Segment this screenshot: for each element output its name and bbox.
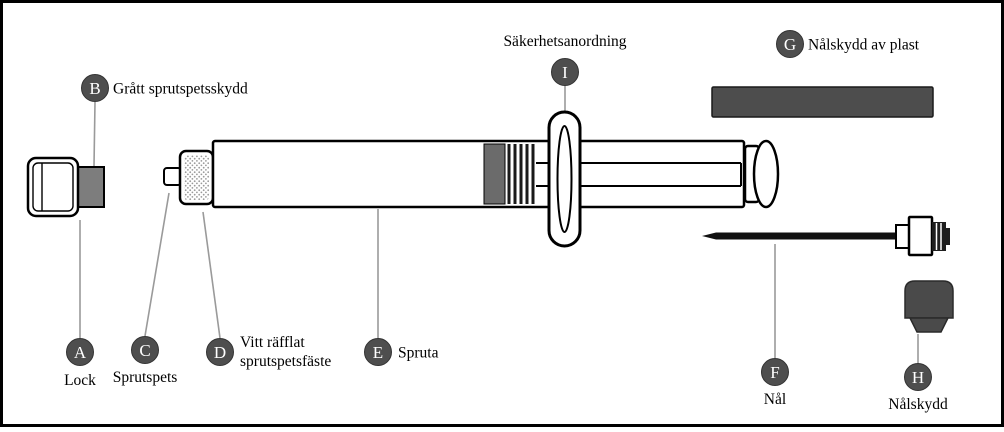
label-syringe: Spruta (398, 345, 439, 362)
leader-line-syringe-tip (144, 192, 170, 337)
needle-hub-ribbed (932, 222, 946, 251)
label-tip-mount-line2: sprutspetsfäste (240, 353, 331, 370)
badge-i-circle (551, 58, 579, 86)
badge-a: A (66, 338, 94, 366)
syringe-barrel (211, 139, 746, 209)
badge-g: G (776, 30, 804, 58)
needle (702, 232, 899, 240)
cap-lock-inner-outline (32, 162, 74, 212)
label-syringe-tip: Sprutspets (113, 369, 178, 386)
badge-g-letter: G (784, 35, 796, 54)
syringe-assembly (211, 110, 780, 248)
badge-a-circle (66, 338, 94, 366)
badge-f: F (761, 358, 789, 386)
leader-line-gray-tip-shield (93, 101, 96, 167)
badge-i-letter: I (562, 63, 568, 82)
plunger-stopper (483, 143, 506, 205)
needle-hub-end (946, 228, 950, 245)
needle-hub-body (907, 215, 934, 257)
badge-h-letter: H (912, 368, 924, 387)
safety-device (547, 110, 582, 248)
syringe-tip-nub (163, 167, 182, 186)
leader-line-tip-mount (202, 211, 221, 339)
thumb-rest-disc (752, 139, 780, 209)
plunger-ribs (507, 144, 535, 204)
cap-lock-body (26, 156, 80, 218)
needle-cap-skirt (908, 317, 950, 333)
badge-b: B (81, 74, 109, 102)
badge-c-letter: C (139, 341, 150, 360)
needle-cap (904, 280, 954, 333)
badge-b-circle (81, 74, 109, 102)
cap-assembly (26, 156, 105, 218)
thumb-rest (743, 139, 780, 209)
needle-hub-collar (895, 224, 910, 249)
badge-e: E (364, 338, 392, 366)
badge-h: H (904, 363, 932, 391)
badge-e-circle (364, 338, 392, 366)
label-needle-cap: Nålskydd (888, 396, 948, 413)
badge-f-circle (761, 358, 789, 386)
badge-c-circle (131, 336, 159, 364)
ribbed-tip-mount-texture (184, 155, 209, 200)
badge-b-letter: B (89, 79, 100, 98)
badge-h-circle (904, 363, 932, 391)
tip-assembly (163, 149, 215, 206)
badge-a-letter: A (74, 343, 87, 362)
badge-c: C (131, 336, 159, 364)
label-needle: Nål (764, 391, 786, 408)
label-plastic-needle-shield: Nålskydd av plast (808, 37, 920, 54)
label-safety-device: Säkerhetsanordning (503, 33, 626, 50)
label-gray-tip-shield: Grått sprutspetsskydd (113, 81, 248, 98)
needle-cap-body (904, 280, 954, 319)
gray-tip-shield (77, 166, 105, 208)
badge-f-letter: F (770, 363, 779, 382)
badge-d: D (206, 338, 234, 366)
badge-e-letter: E (373, 343, 383, 362)
plastic-needle-shield-bar (711, 86, 934, 118)
badge-i: I (551, 58, 579, 86)
badge-d-letter: D (214, 343, 226, 362)
badge-d-circle (206, 338, 234, 366)
safety-device-inner (556, 125, 573, 233)
leader-lines (79, 86, 919, 363)
label-lock: Lock (64, 372, 96, 389)
label-tip-mount-line1: Vitt räfflat (240, 334, 305, 351)
needle-assembly (702, 215, 950, 257)
badge-g-circle (776, 30, 804, 58)
